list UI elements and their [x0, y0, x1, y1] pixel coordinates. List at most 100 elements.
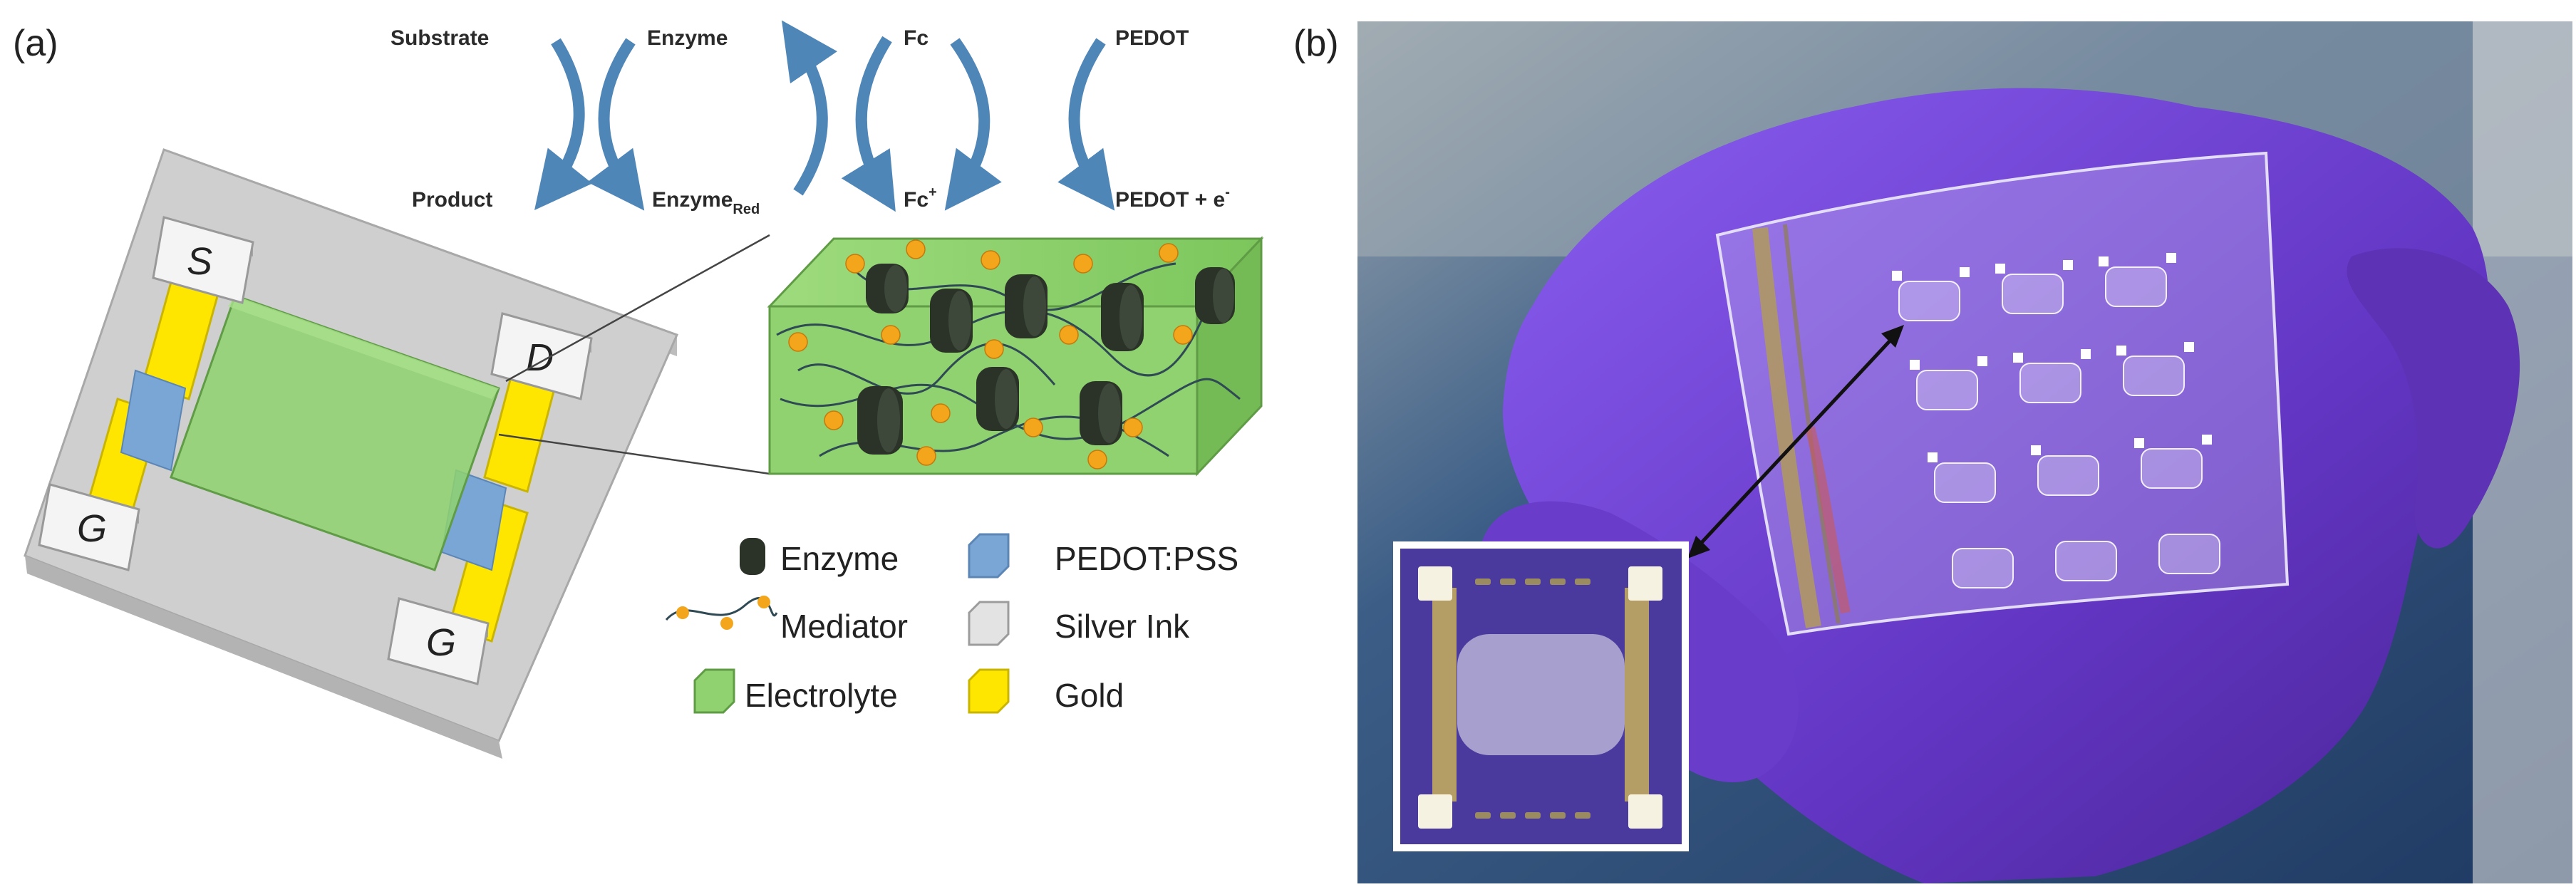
device-substrate-edge: [25, 556, 502, 759]
legend-label-pedot-pss: PEDOT:PSS: [1055, 540, 1238, 577]
mediator-particle: [984, 339, 1004, 359]
legend-label-mediator: Mediator: [780, 608, 908, 645]
film-pad: [2134, 438, 2144, 448]
mediator-particle: [881, 325, 901, 345]
legend-label-gold: Gold: [1055, 677, 1124, 714]
film-pad: [1928, 452, 1938, 462]
pedot-label: PEDOT: [1115, 26, 1189, 50]
enzyme-red-base: Enzyme: [652, 188, 733, 212]
legend-item-mediator: Mediator: [665, 596, 908, 645]
film-pad: [2166, 253, 2176, 263]
terminal-source-label: S: [187, 240, 212, 283]
enzyme-particle: [1101, 283, 1144, 351]
inset-dot: [1575, 812, 1590, 819]
gold-lead-gate-right: [448, 497, 529, 643]
inset-pad-tl: [1418, 566, 1452, 601]
terminal-gate-left: G: [38, 483, 140, 571]
fc-plus-base: Fc: [904, 188, 929, 212]
legend-swatch-gold: [968, 668, 1010, 714]
legend-item-pedot-pss: PEDOT:PSS: [968, 533, 1238, 579]
mediator-particles: [788, 239, 1193, 470]
film-device: [2002, 274, 2064, 314]
enzyme-label: Enzyme: [647, 26, 728, 50]
mediator-particle: [1159, 243, 1179, 263]
legend-label-silver-ink: Silver Ink: [1055, 608, 1190, 645]
film-pad: [2202, 435, 2212, 445]
arrow-substrate-to-product: [534, 38, 593, 210]
inset-closeup: [1393, 541, 1689, 851]
enzyme-particle: [930, 289, 973, 353]
enzyme-particle: [866, 264, 909, 313]
film-device: [1934, 462, 1996, 503]
film-device: [2105, 266, 2167, 307]
film-pad: [2099, 256, 2109, 266]
legend: Enzyme Mediator Electrolyte PEDOT:PSS Si…: [665, 533, 1238, 714]
film-pad: [2013, 353, 2023, 363]
film-device: [2055, 541, 2117, 581]
terminal-gate-left-pad: [38, 483, 140, 571]
mediator-particle: [1023, 417, 1043, 437]
inset-pad-br: [1628, 794, 1662, 829]
enzyme-particles: [857, 264, 1235, 455]
terminal-source: S: [152, 216, 254, 304]
mediator-particle: [1087, 450, 1107, 470]
inset-dot: [1575, 579, 1590, 585]
film-pad: [2116, 346, 2126, 356]
inset-dot: [1550, 579, 1566, 585]
inset-electrolyte-gel: [1457, 634, 1625, 755]
pedot-e-superscript: -: [1225, 185, 1230, 200]
film-sheet: [1715, 151, 2290, 636]
film-pad: [1910, 360, 1920, 370]
film-device: [1952, 548, 2014, 588]
electrolyte-gel-top: [228, 296, 499, 399]
legend-item-gold: Gold: [968, 668, 1124, 714]
terminal-gate-right: G: [387, 597, 490, 685]
terminal-gate-right-label: G: [426, 621, 456, 664]
inset-lead-right: [1625, 588, 1649, 802]
legend-swatch-enzyme: [740, 538, 765, 575]
film-device: [2123, 356, 2185, 396]
film-pad: [2031, 445, 2041, 455]
inset-dot: [1550, 812, 1566, 819]
film-gold-edge: [1752, 227, 1821, 628]
inset-dot: [1475, 579, 1491, 585]
film-color-edge: [1805, 426, 1851, 614]
mediator-particle: [931, 403, 951, 423]
arrow-enzyme-to-enzymered: [587, 38, 645, 211]
film-device: [2141, 448, 2203, 489]
arrow-fc-to-fcplus: [841, 36, 896, 212]
enzyme-particle: [976, 367, 1019, 431]
ecT-device: S D G G: [24, 148, 770, 759]
inset-pointer-arrow: [1695, 333, 1897, 550]
mediator-particle: [845, 254, 865, 274]
film-device: [2158, 534, 2220, 574]
legend-swatch-electrolyte: [693, 668, 735, 714]
arrow-fcplus-to-fc: [944, 38, 1002, 211]
electrolyte-zoom-block: [767, 236, 1264, 477]
legend-item-silver-ink: Silver Ink: [968, 601, 1190, 646]
pedot-e-label: PEDOT + e-: [1115, 185, 1230, 212]
inset-dot: [1525, 812, 1541, 819]
terminal-gate-left-label: G: [77, 507, 107, 550]
product-label: Product: [412, 188, 492, 212]
film-contact-pads: [1892, 253, 2212, 462]
legend-label-enzyme: Enzyme: [780, 540, 899, 577]
pedot-e-base: PEDOT + e: [1115, 188, 1225, 212]
substrate-label: Substrate: [390, 26, 489, 50]
terminal-source-pad: [152, 216, 254, 304]
legend-mediator-dot: [676, 606, 689, 619]
fc-plus-label: Fc+: [904, 185, 937, 212]
mediator-particle: [824, 410, 844, 430]
film-pad: [2081, 349, 2091, 359]
legend-mediator-dot: [720, 617, 733, 630]
glove-finger: [2347, 248, 2520, 549]
terminal-gate-right-pad: [387, 597, 490, 685]
inset-dot: [1500, 812, 1516, 819]
fc-plus-superscript: +: [929, 185, 937, 200]
legend-swatch-pedot-pss: [968, 533, 1010, 579]
inset-dot: [1525, 579, 1541, 585]
fc-label: Fc: [904, 26, 929, 50]
film-device-array: [1898, 266, 2220, 588]
legend-item-electrolyte: Electrolyte: [693, 668, 898, 714]
panel-b-label: (b): [1293, 23, 1339, 64]
